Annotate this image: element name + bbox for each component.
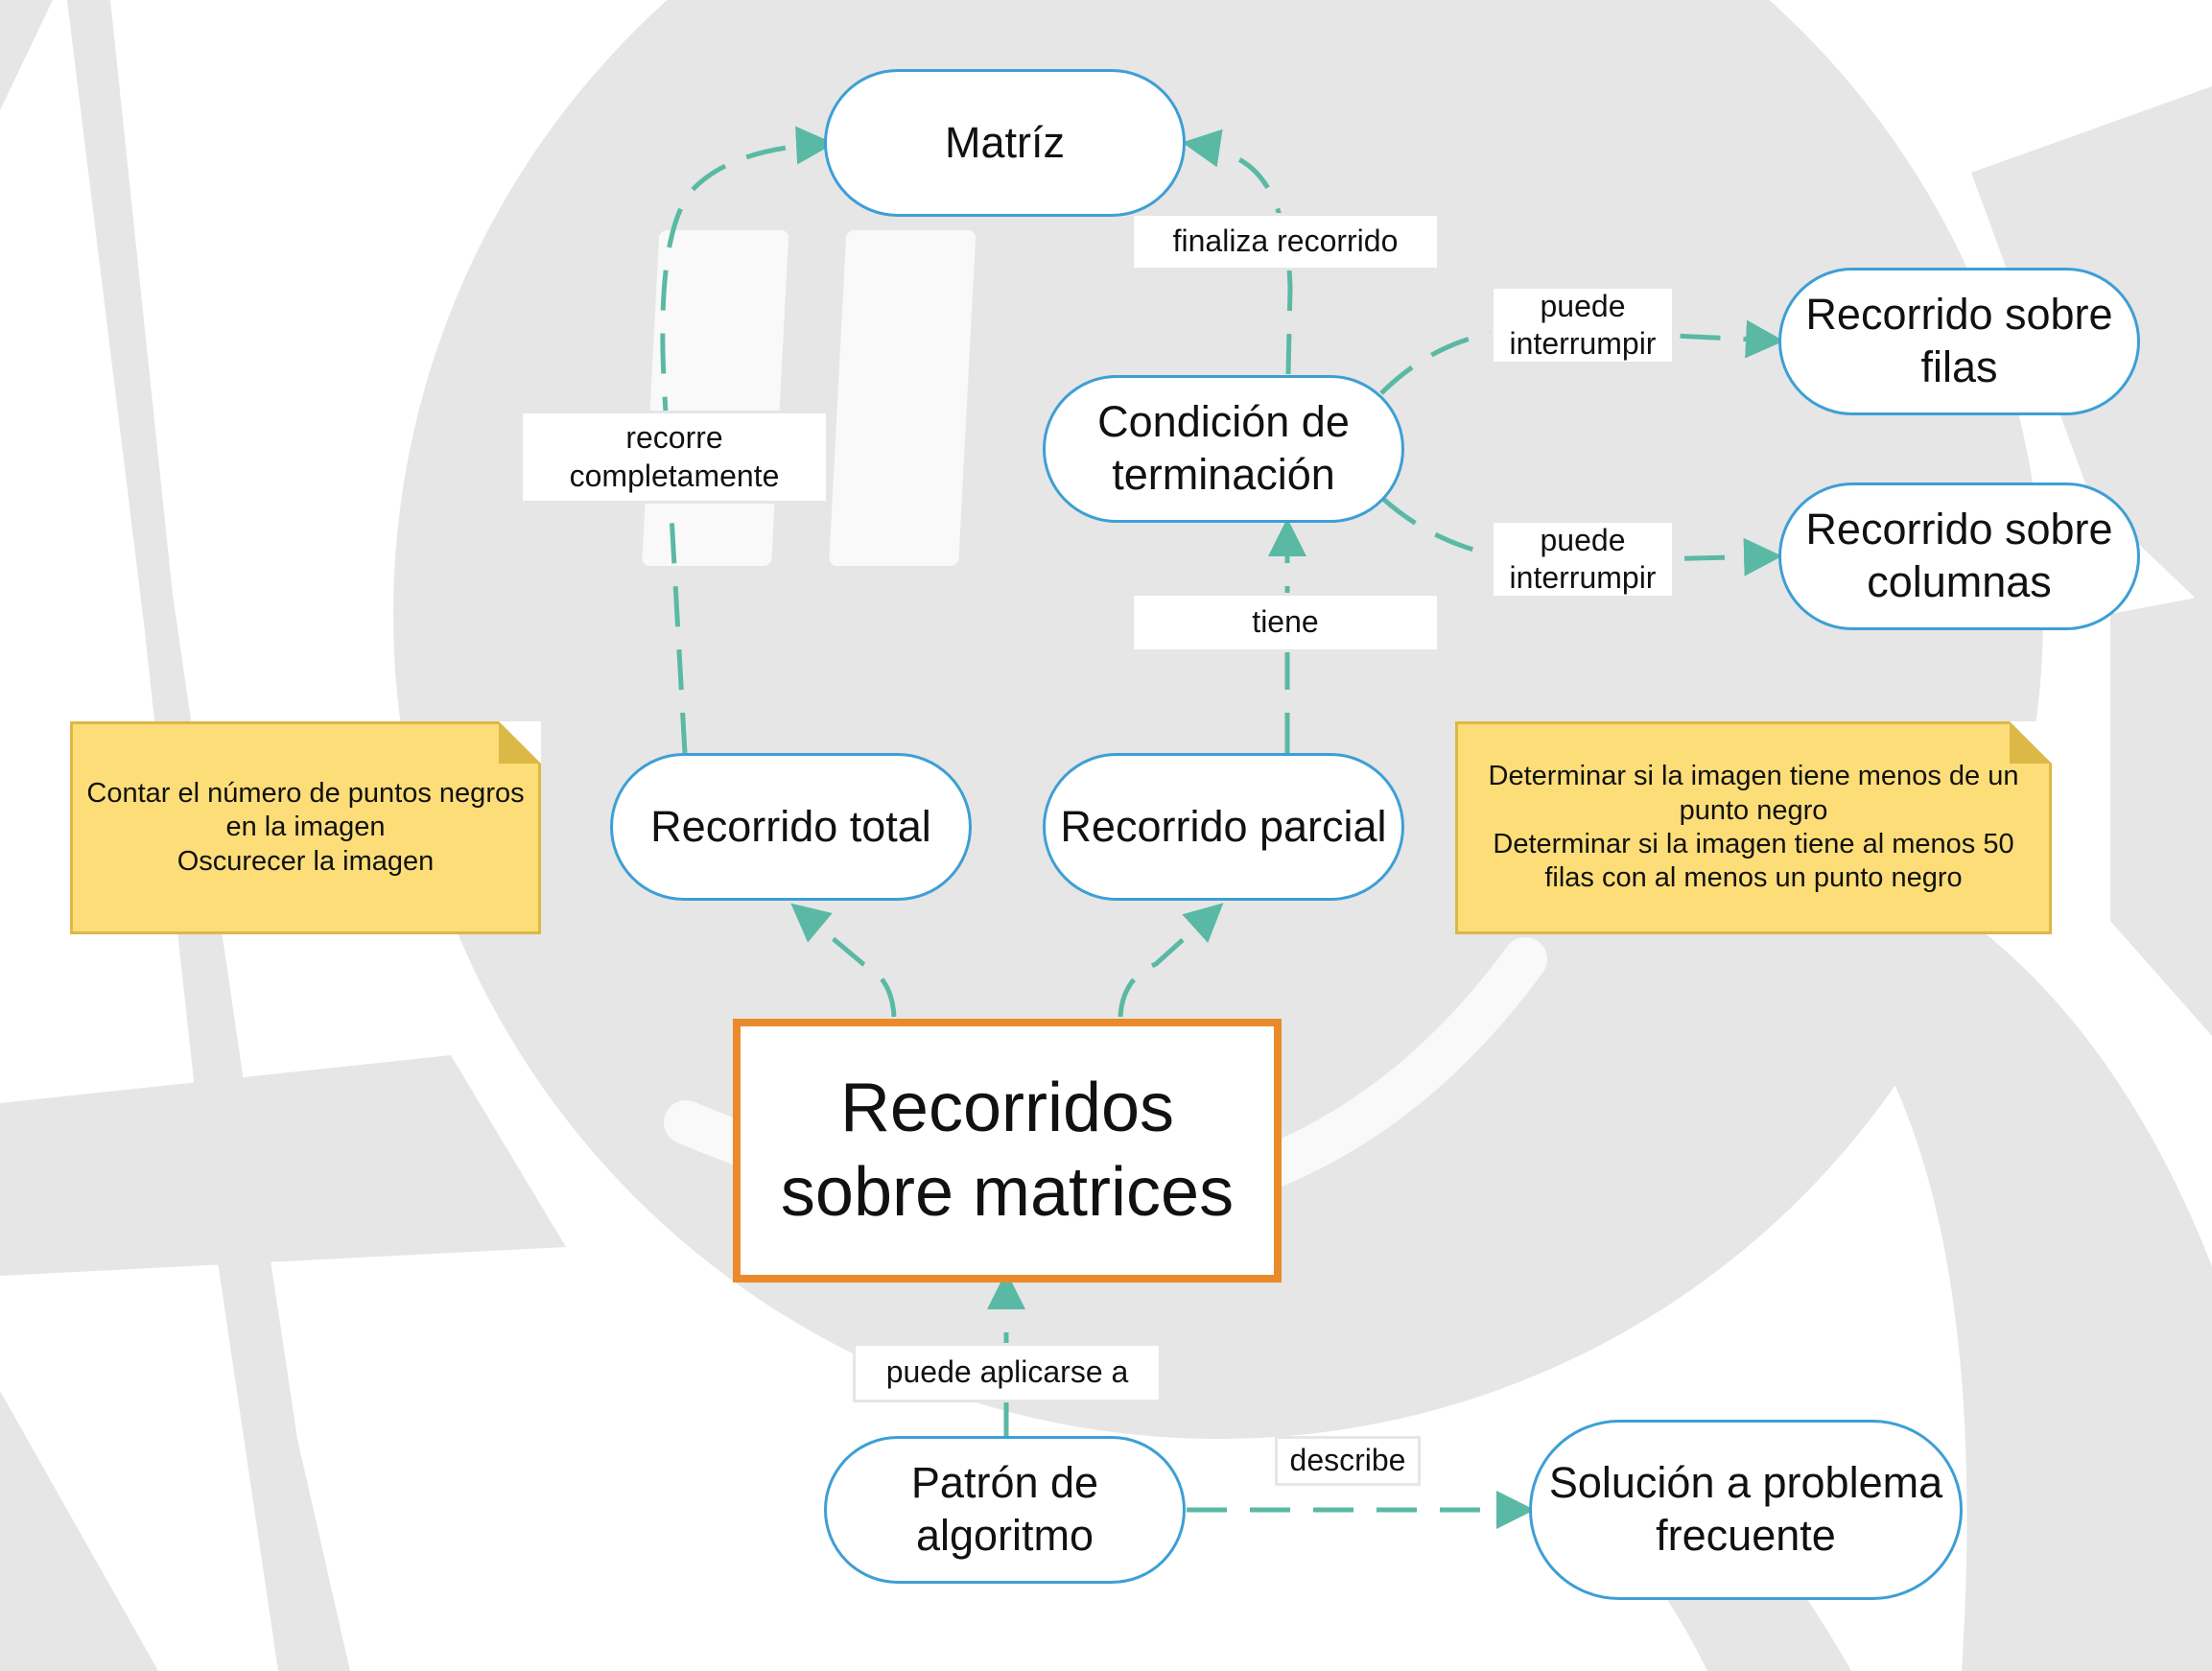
node-patron-de-algoritmo[interactable]: Patrón de algoritmo [824,1436,1186,1584]
connector-condicion-to-matriz [1182,129,1293,375]
link-label-recorre-completamente: recorre completamente [520,411,829,504]
connector-main-to-total [790,903,897,1018]
node-label: Recorrido sobre columnas [1805,505,2113,606]
link-label-text: finaliza recorrido [1172,224,1399,259]
link-label-finaliza-recorrido: finaliza recorrido [1131,213,1440,271]
link-label-text: describe [1289,1443,1406,1478]
link-label-puede-interrumpir-columnas: puede interrumpir [1491,520,1675,599]
node-recorrido-total[interactable]: Recorrido total [610,753,972,901]
link-label-text: puede interrumpir [1509,522,1657,595]
note-fold-corner [499,721,541,764]
node-condicion-de-terminacion[interactable]: Condición de terminación [1043,375,1404,523]
connector-main-to-parcial [1118,903,1224,1018]
note-fold-corner [2010,721,2052,764]
node-recorrido-sobre-filas[interactable]: Recorrido sobre filas [1778,268,2140,415]
main-topic-box[interactable]: Recorridos sobre matrices [733,1019,1282,1283]
connector-total-to-matriz [660,126,835,754]
node-label: Patrón de algoritmo [910,1458,1099,1560]
link-label-describe: describe [1275,1436,1421,1486]
main-topic-label: Recorridos sobre matrices [780,1069,1235,1231]
link-label-puede-interrumpir-filas: puede interrumpir [1491,286,1675,365]
note-text: Contar el número de puntos negros en la … [86,777,525,877]
node-recorrido-parcial[interactable]: Recorrido parcial [1043,753,1404,901]
node-matriz[interactable]: Matríz [824,69,1186,217]
note-recorrido-parcial: Determinar si la imagen tiene menos de u… [1455,721,2052,934]
link-label-text: tiene [1252,604,1319,640]
node-solucion-a-problema-frecuente[interactable]: Solución a problema frecuente [1529,1420,1963,1600]
link-label-text: puede aplicarse a [885,1354,1129,1390]
node-label: Condición de terminación [1097,397,1350,499]
node-label: Recorrido total [650,801,931,851]
node-recorrido-sobre-columnas[interactable]: Recorrido sobre columnas [1778,482,2140,630]
link-label-text: recorre completamente [569,420,780,493]
node-label: Solución a problema frecuente [1548,1458,1943,1560]
link-label-text: puede interrumpir [1509,288,1657,361]
link-label-puede-aplicarse-a: puede aplicarse a [853,1343,1162,1402]
link-label-tiene: tiene [1131,593,1440,652]
note-recorrido-total: Contar el número de puntos negros en la … [70,721,541,934]
note-text: Determinar si la imagen tiene menos de u… [1488,761,2019,894]
node-label: Recorrido sobre filas [1805,290,2113,391]
node-label: Matríz [944,117,1065,167]
node-label: Recorrido parcial [1060,801,1387,851]
